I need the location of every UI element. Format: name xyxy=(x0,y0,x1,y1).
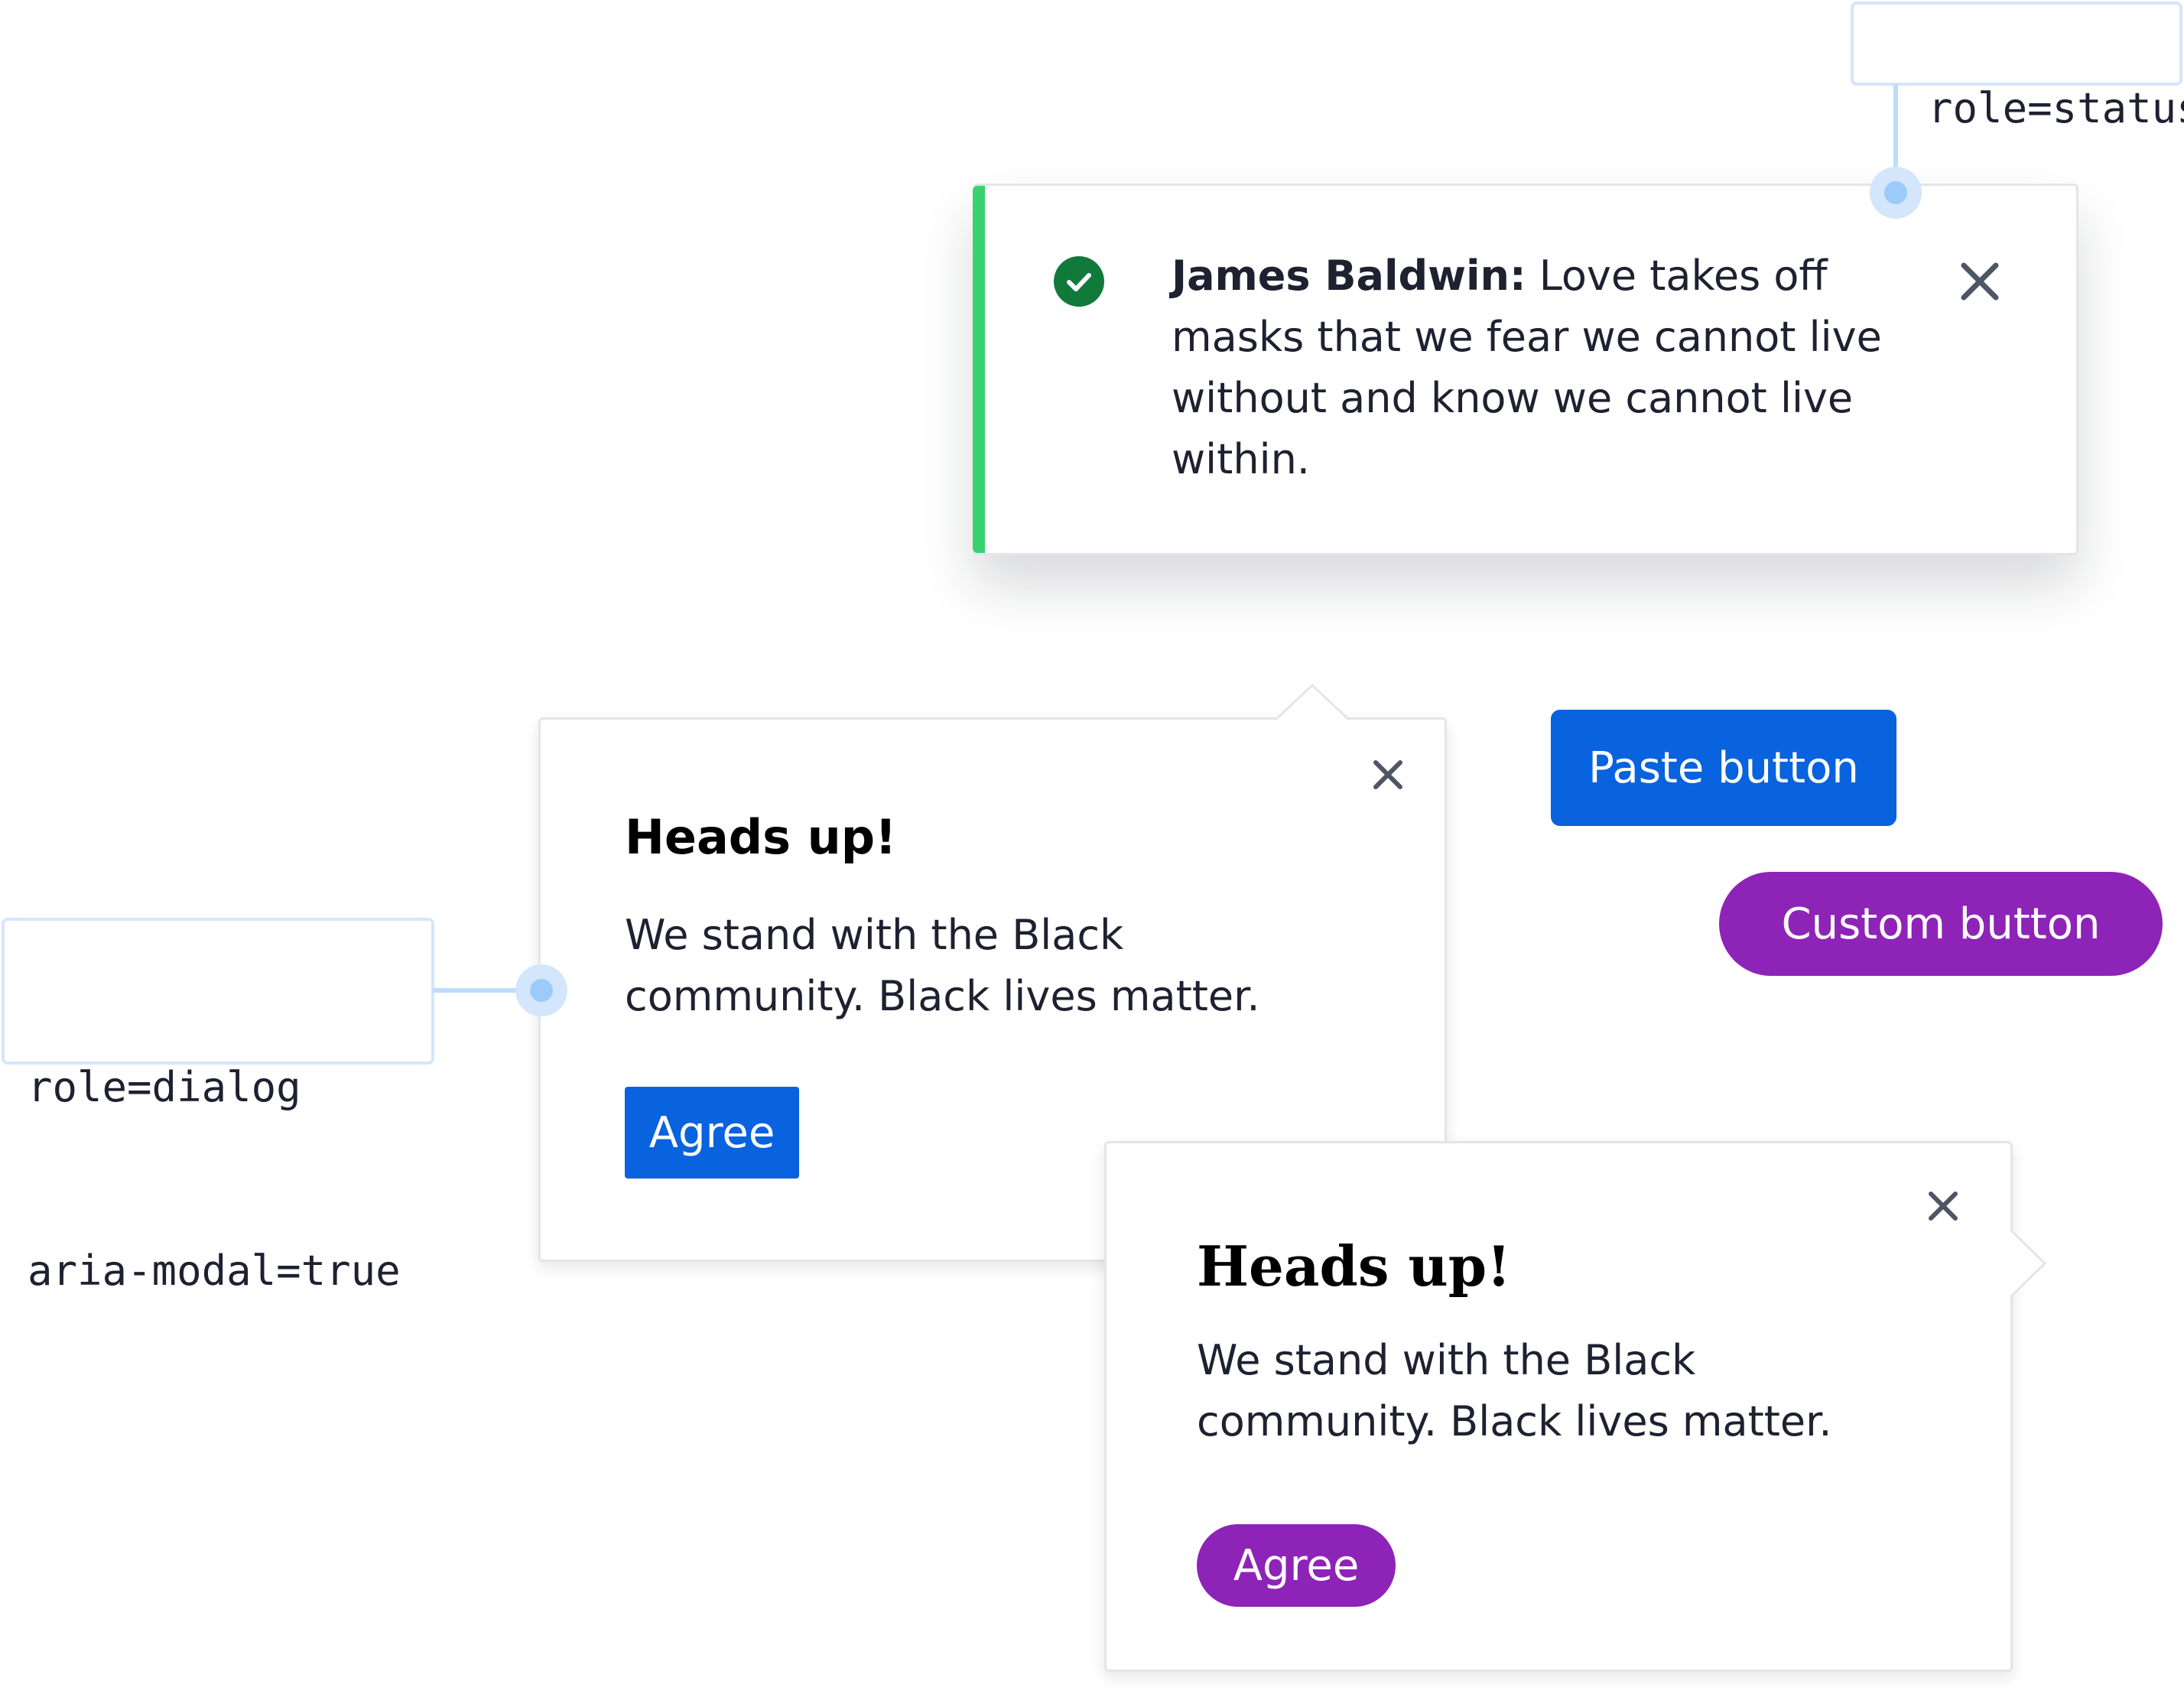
dialog-body: We stand with the Black community. Black… xyxy=(1197,1336,1832,1445)
dialog-title: Heads up! xyxy=(1197,1234,1511,1299)
dialog-pointer-arrow xyxy=(2009,1230,2047,1299)
paste-button[interactable]: Paste button xyxy=(1551,710,1896,826)
dialog-role-tag: role=dialog aria-modal=true xyxy=(2,918,434,1295)
toast-quote: Love takes off masks that we fear we can… xyxy=(1172,252,1882,483)
status-role-tag: role=status xyxy=(1851,2,2184,132)
close-icon[interactable] xyxy=(1959,261,2000,302)
dialog-title: Heads up! xyxy=(625,809,897,865)
dialog-connector-line xyxy=(433,988,532,993)
dialog-pointer-arrow xyxy=(1276,683,1350,721)
status-role-label: role=status xyxy=(1928,84,2184,132)
aria-modal-label: aria-modal=true xyxy=(28,1247,401,1295)
dialog-connector-dot xyxy=(515,964,567,1016)
custom-button[interactable]: Custom button xyxy=(1719,872,2163,976)
status-toast: James Baldwin: Love takes off masks that… xyxy=(973,184,2078,555)
close-icon[interactable] xyxy=(1373,759,1403,790)
close-icon[interactable] xyxy=(1928,1191,1958,1221)
toast-message: James Baldwin: Love takes off masks that… xyxy=(1172,245,1906,490)
check-circle-icon xyxy=(1054,256,1104,307)
dialog-body: We stand with the Black community. Black… xyxy=(625,911,1260,1020)
agree-button[interactable]: Agree xyxy=(1197,1524,1396,1607)
status-connector-dot xyxy=(1870,167,1922,219)
status-connector-line xyxy=(1893,84,1898,191)
toast-accent-bar xyxy=(973,186,985,553)
dialog-role-label: role=dialog xyxy=(28,1063,301,1111)
dialog-custom: Heads up! We stand with the Black commun… xyxy=(1104,1141,2013,1672)
agree-button[interactable]: Agree xyxy=(625,1087,799,1179)
toast-author: James Baldwin: xyxy=(1172,252,1526,300)
